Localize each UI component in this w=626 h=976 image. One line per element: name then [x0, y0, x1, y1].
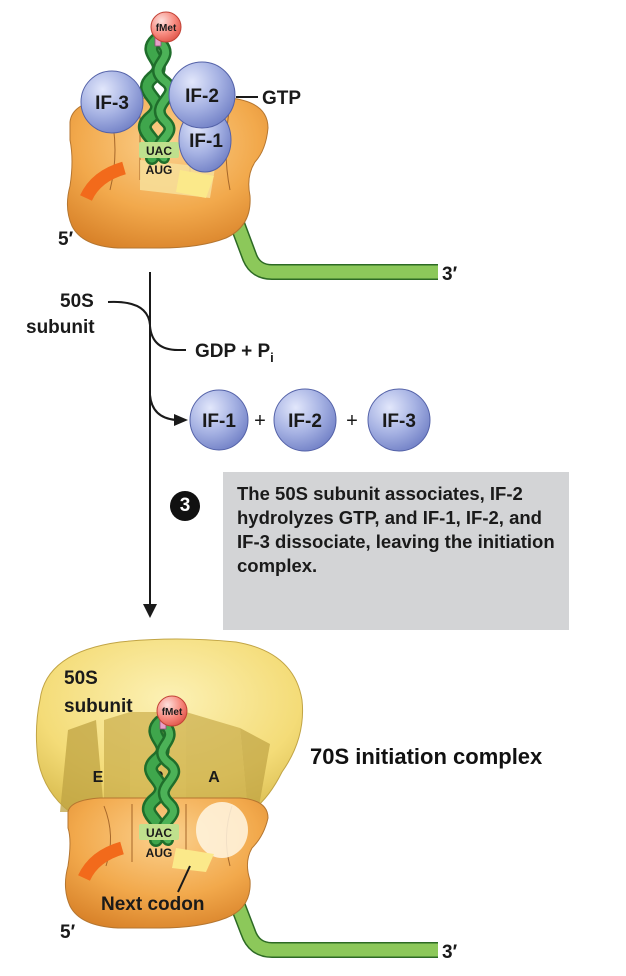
top-fmet-trna	[137, 33, 177, 165]
top-mrna-entry-mark	[80, 161, 126, 201]
top-if3-label: IF-3	[95, 93, 129, 114]
step-description-text: The 50S subunit associates, IF-2 hydroly…	[237, 483, 555, 576]
plus-sign-1: +	[254, 410, 266, 432]
top-fmet-ball	[150, 11, 182, 43]
bottom-fmet-label: fMet	[162, 707, 183, 718]
large-subunit-label-line1: 50S	[64, 668, 98, 689]
released-if3-label: IF-3	[382, 411, 416, 432]
site-a-label: A	[208, 769, 220, 786]
top-if3-factor	[80, 70, 144, 134]
bottom-fmet-ball	[156, 695, 188, 727]
site-e-label: E	[93, 769, 104, 786]
if-release-curve	[149, 394, 177, 421]
complex-title: 70S initiation complex	[310, 744, 543, 769]
bottom-fmet-trna	[141, 715, 181, 847]
top-anticodon-label: UAC	[146, 144, 172, 158]
step-description-box: The 50S subunit associates, IF-2 hydroly…	[223, 472, 569, 630]
bottom-five-prime: 5′	[60, 922, 76, 943]
transition-arrows	[107, 272, 188, 618]
if-release-arrow-head	[174, 414, 188, 426]
released-if2-factor	[273, 388, 337, 452]
top-gtp-label: GTP	[262, 88, 301, 109]
plus-sign-2: +	[346, 410, 358, 432]
bottom-codon-label: AUG	[146, 846, 173, 860]
incoming-50s-label-line2: subunit	[26, 317, 95, 338]
incoming-50s-curve	[107, 300, 151, 326]
bottom-mrna-entry-mark	[78, 841, 124, 881]
top-five-prime: 5′	[58, 229, 74, 250]
top-fmet-label: fMet	[156, 23, 177, 34]
main-down-arrow-head	[143, 604, 157, 618]
released-if1-factor	[189, 389, 249, 451]
top-codon-label: AUG	[146, 163, 173, 177]
released-if1-label: IF-1	[202, 411, 236, 432]
released-if3-factor	[367, 388, 431, 452]
step-number-badge: 3	[170, 491, 200, 521]
bottom-three-prime: 3′	[442, 942, 458, 963]
top-if2-label: IF-2	[185, 86, 219, 107]
next-codon-label: Next codon	[101, 894, 204, 915]
top-30s-complex: UAC AUG fMet IF-3 IF-1 IF-2 GTP 5′ 3′	[58, 11, 458, 285]
bottom-70s-complex: E P A UAC AUG fMet Next codon 50S subuni…	[35, 638, 458, 963]
released-if2-label: IF-2	[288, 411, 322, 432]
large-subunit-label-line2: subunit	[64, 696, 133, 717]
top-mrna-strand	[224, 207, 438, 280]
top-if2-factor	[168, 61, 236, 129]
gdp-label: GDP + Pi	[195, 341, 274, 365]
top-three-prime: 3′	[442, 264, 458, 285]
top-if1-label: IF-1	[189, 131, 223, 152]
released-factors: IF-1 + IF-2 + IF-3	[189, 388, 431, 452]
bottom-anticodon-label: UAC	[146, 826, 172, 840]
gdp-release-curve	[149, 325, 186, 351]
incoming-50s-label-line1: 50S	[60, 291, 94, 312]
